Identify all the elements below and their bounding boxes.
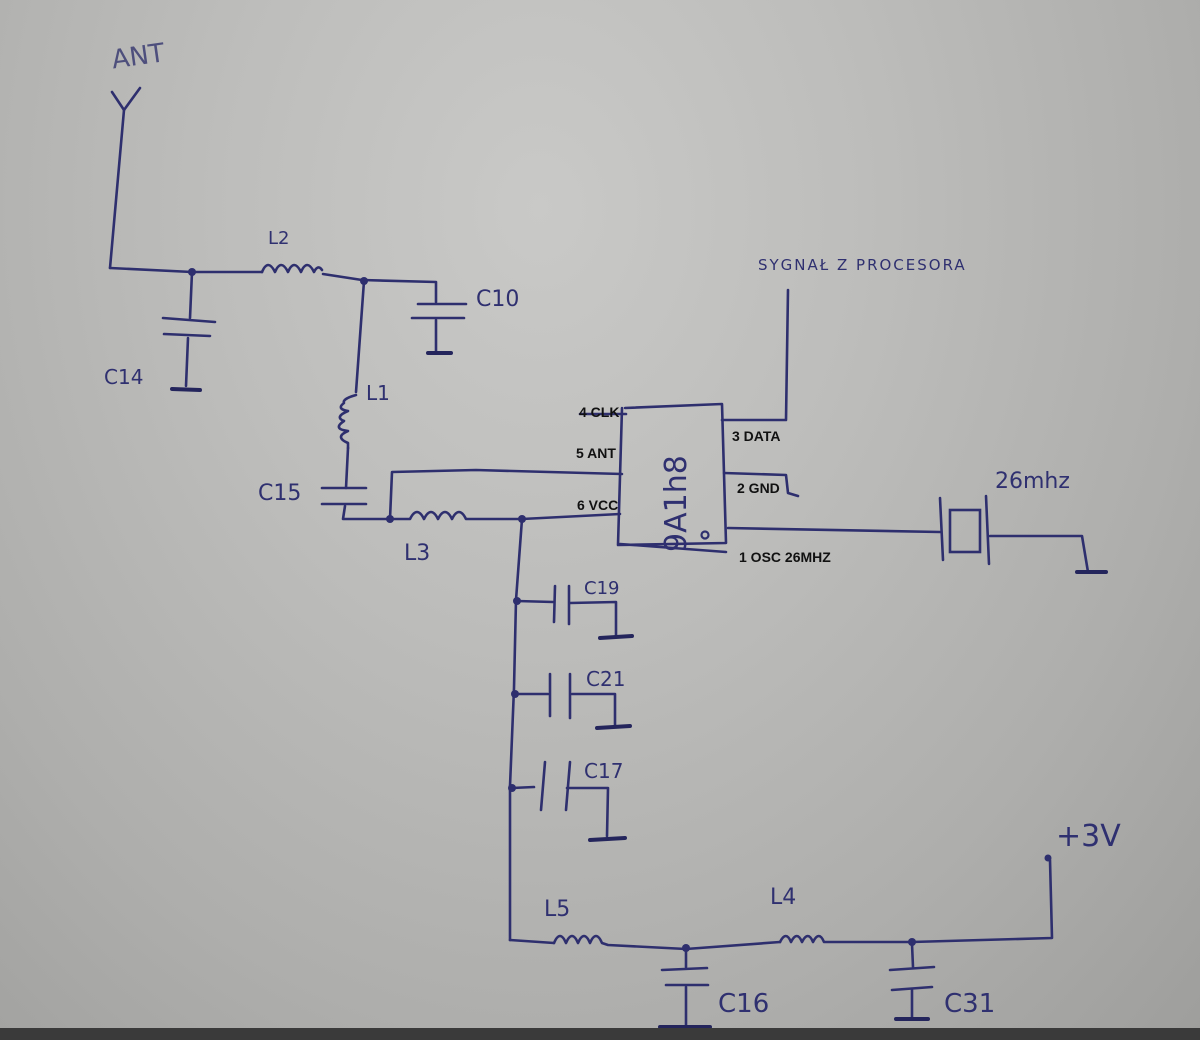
wire-l1-top (354, 279, 366, 394)
label-c15: C15 (258, 481, 301, 506)
label-l5: L5 (544, 897, 570, 922)
supply-label: +3V (1056, 819, 1121, 854)
wire-ant-to-chip (388, 468, 624, 521)
pin-label-ant: 5 ANT (576, 445, 616, 461)
label-l3: L3 (404, 541, 430, 566)
wire-vcc-bus (508, 517, 524, 942)
desk-edge (0, 1028, 1200, 1040)
wire-bottom-left (508, 938, 556, 945)
ground-icon (595, 724, 632, 730)
label-c10: C10 (476, 287, 519, 312)
pin-label-osc: 1 OSC 26MHZ (739, 549, 831, 565)
inductor-l5 (552, 934, 782, 951)
capacitor-c31 (888, 942, 936, 1021)
capacitor-c14 (161, 270, 217, 392)
pin-label-vcc: 6 VCC (577, 497, 618, 513)
ground-icon (588, 836, 627, 842)
capacitor-c15 (320, 486, 390, 521)
chip-9a1h8 (578, 288, 942, 554)
inductor-l4 (778, 858, 1054, 944)
label-l2: L2 (268, 228, 289, 249)
osc-lead (726, 526, 942, 534)
capacitor-c21 (511, 672, 632, 730)
wire-ant-rail (108, 266, 264, 274)
ground-icon (598, 634, 634, 640)
inductor-l3 (390, 510, 622, 521)
wire-l1-c15 (344, 446, 350, 490)
label-l1: L1 (366, 381, 390, 405)
pin-label-gnd: 2 GND (737, 480, 780, 496)
gnd-lead (722, 471, 800, 498)
chip-marking: 9A1h8 (659, 455, 694, 552)
label-c14: C14 (104, 365, 143, 389)
capacitor-c19 (513, 584, 634, 640)
capacitor-c17 (508, 760, 627, 842)
label-c19: C19 (584, 578, 619, 599)
antenna-label: ANT (110, 38, 167, 75)
junction-dot (682, 944, 690, 952)
pin1-underline (618, 542, 728, 554)
label-c17: C17 (584, 759, 623, 783)
wire-l2-c10 (321, 272, 438, 304)
label-l4: L4 (770, 885, 796, 910)
label-c16: C16 (718, 989, 769, 1019)
supply-terminal (1044, 854, 1052, 862)
pin1-marker-icon (700, 530, 710, 540)
junction-dot (908, 938, 916, 946)
label-c31: C31 (944, 989, 995, 1019)
pin-label-data: 3 DATA (732, 428, 780, 444)
antenna-symbol (108, 86, 142, 270)
crystal-freq-label: 26mhz (995, 469, 1070, 494)
crystal-26mhz (938, 494, 1108, 574)
pin-label-clk: 4 CLK (579, 404, 619, 420)
label-c21: C21 (586, 667, 625, 691)
capacitor-c16 (658, 948, 712, 1029)
ground-icon (170, 387, 202, 392)
signal-to-cpu-label: SYGNAŁ Z PROCESORA (758, 256, 967, 274)
inductor-l2 (260, 263, 324, 274)
data-line (720, 288, 790, 422)
inductor-l1 (337, 393, 358, 450)
capacitor-c10 (410, 302, 468, 355)
